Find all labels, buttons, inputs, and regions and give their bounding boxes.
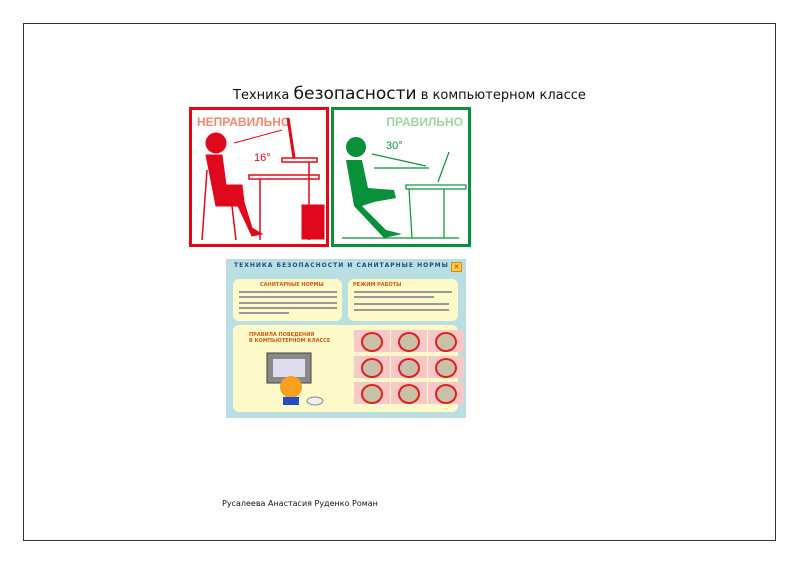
close-icon: ✕	[451, 262, 462, 272]
wrong-label: НЕПРАВИЛЬНО	[197, 115, 291, 129]
prohibition-icon	[398, 332, 420, 352]
right-angle: 30°	[386, 140, 403, 152]
behavior-heading-2: В КОМПЬЮТЕРНОМ КЛАССЕ	[249, 338, 331, 344]
sanitary-panel: САНИТАРНЫЕ НОРМЫ	[233, 279, 342, 321]
safety-rules-image: ТЕХНИКА БЕЗОПАСНОСТИ И САНИТАРНЫЕ НОРМЫ …	[226, 259, 466, 418]
right-label: ПРАВИЛЬНО	[386, 115, 463, 129]
slide	[23, 23, 776, 541]
right-posture-image: ПРАВИЛЬНО 30°	[331, 107, 471, 247]
work-mode-panel: РЕЖИМ РАБОТЫ	[348, 279, 458, 321]
prohibition-icon	[361, 332, 383, 352]
prohibition-icon	[435, 332, 457, 352]
authors: Русалеева Анастасия Руденко Роман	[222, 499, 378, 508]
wrong-posture-figure	[201, 117, 325, 241]
wrong-posture-image: НЕПРАВИЛЬНО 16°	[189, 107, 329, 247]
prohibition-icon	[398, 358, 420, 378]
right-posture-figure	[342, 137, 467, 239]
slide-title: Техника безопасности в компьютерном клас…	[233, 84, 586, 104]
prohibition-icon	[398, 384, 420, 404]
child-at-computer-icon	[266, 352, 324, 406]
wrong-angle: 16°	[254, 152, 271, 164]
behavior-heading-1: ПРАВИЛА ПОВЕДЕНИЯ	[249, 332, 315, 338]
work-mode-heading: РЕЖИМ РАБОТЫ	[353, 282, 402, 288]
prohibition-icon	[435, 384, 457, 404]
sanitary-heading: САНИТАРНЫЕ НОРМЫ	[260, 282, 324, 288]
info-heading: ТЕХНИКА БЕЗОПАСНОСТИ И САНИТАРНЫЕ НОРМЫ	[234, 262, 449, 269]
prohibition-icon	[435, 358, 457, 378]
prohibition-icon	[361, 384, 383, 404]
prohibition-icon	[361, 358, 383, 378]
